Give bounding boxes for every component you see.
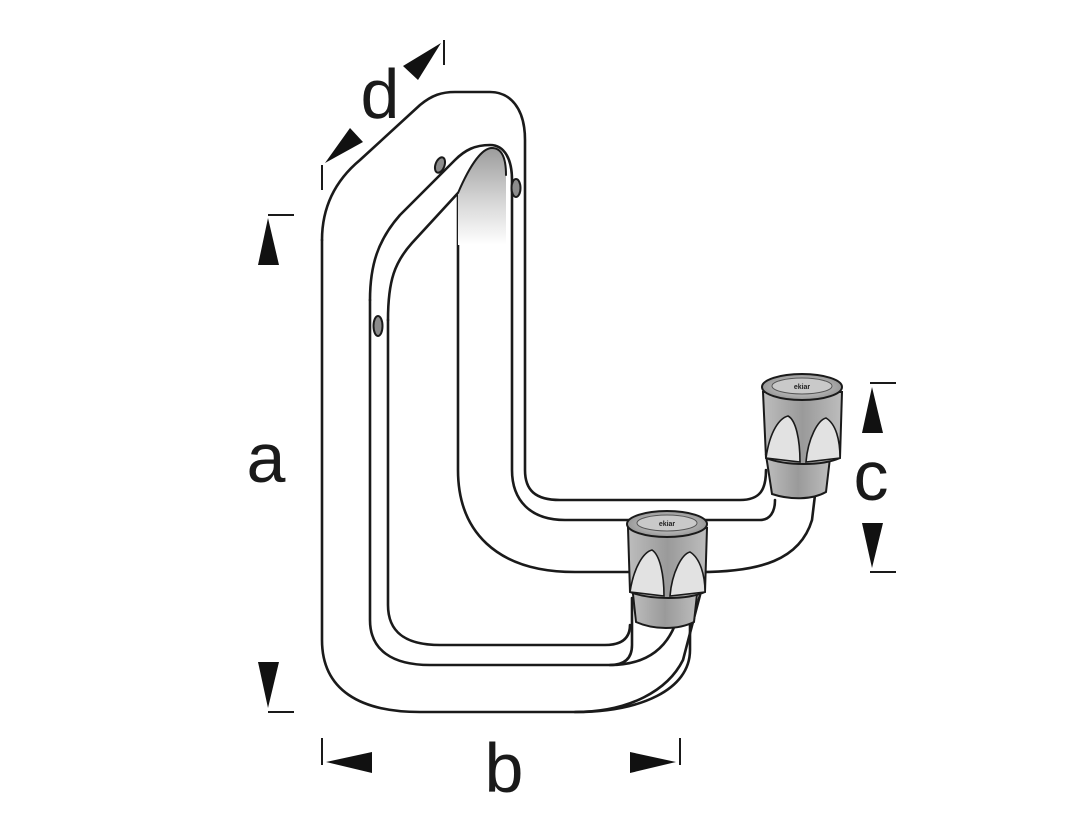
dimension-d-label: d (361, 55, 400, 133)
cap-upper-facet-left (765, 415, 801, 463)
dimension-d-arrow-right-icon (403, 43, 441, 80)
cap-lower-logo: ekiar (659, 521, 676, 528)
dimension-c-arrow-up-icon (862, 387, 883, 433)
dimension-d-arrow-left-icon (325, 128, 363, 163)
end-cap-lower: ekiar (626, 510, 709, 629)
dimension-c-arrow-down-icon (862, 523, 883, 568)
cap-lower-top-inner (636, 514, 698, 532)
hook-inner-cutout (386, 191, 702, 574)
dimension-a: a (247, 214, 294, 713)
hook-inner-cutout-bottom (386, 318, 632, 647)
dimension-b: b (321, 729, 681, 807)
dimension-c-label: c (854, 437, 889, 515)
end-cap-upper: ekiar (761, 373, 844, 500)
front-arm-tube-outer (573, 593, 702, 714)
dimension-a-label: a (247, 419, 286, 497)
hook-front-face-outline (368, 143, 777, 522)
rear-arm-tube (698, 468, 820, 574)
cap-upper-facet-right (805, 417, 841, 463)
cap-lower-facet-left (629, 549, 665, 597)
hook-outer-left-leg (320, 238, 692, 714)
inner-shade (458, 148, 506, 245)
dimension-b-arrow-left-icon (326, 752, 372, 773)
double-hook (320, 90, 820, 714)
inner-shade-edge (457, 147, 507, 194)
cap-upper-logo: ekiar (794, 384, 811, 391)
dimension-b-arrow-right-icon (630, 752, 676, 773)
dimension-b-label: b (485, 729, 524, 807)
hook-outer-outline (320, 90, 768, 502)
cap-upper-collar (764, 453, 832, 500)
cap-lower-facet-right (669, 551, 706, 597)
cap-upper-top-inner (771, 377, 833, 395)
dimension-d: d (321, 40, 445, 190)
mounting-hole-3 (372, 315, 384, 337)
mounting-hole-1 (433, 156, 447, 174)
hook-front-left-leg (368, 298, 634, 667)
dimension-a-arrow-down-icon (258, 662, 279, 708)
dimension-c: c (854, 382, 896, 573)
mounting-hole-2 (510, 178, 522, 198)
dimension-a-arrow-up-icon (258, 218, 279, 265)
